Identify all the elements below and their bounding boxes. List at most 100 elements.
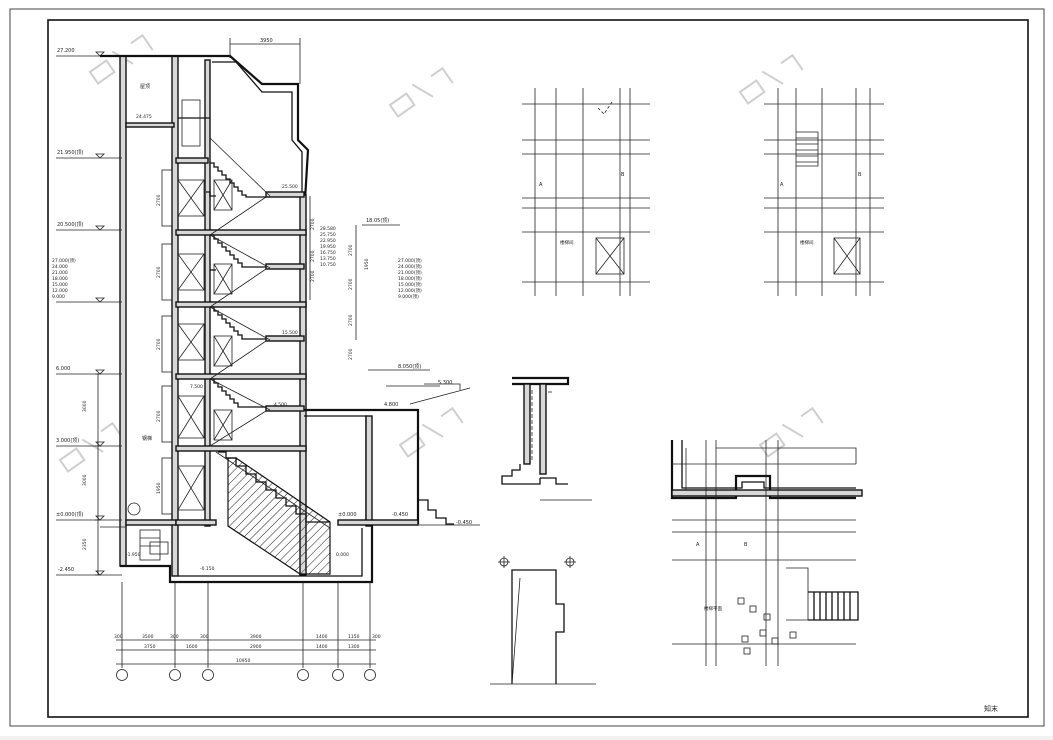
svg-text:2700: 2700 <box>348 278 354 290</box>
parapet-profile <box>490 556 596 685</box>
stair-left-wall <box>204 59 211 527</box>
top-dimension <box>229 38 301 84</box>
building-section: 27.200 24.475 21.950(顶) 20.500(顶) 27.000… <box>52 38 480 681</box>
svg-text:300: 300 <box>114 634 123 640</box>
svg-text:300: 300 <box>170 634 179 640</box>
plan-b-label-b: B <box>858 172 862 178</box>
axis-bubbles <box>116 669 376 681</box>
svg-text:18.000(顶): 18.000(顶) <box>398 276 422 282</box>
vert-dim-2: 3000 <box>82 474 88 486</box>
detail-bubble <box>127 502 141 516</box>
label-4800: 4.800 <box>384 402 398 408</box>
wall-detail <box>501 376 592 501</box>
dim-row-2: 3750 1600 2900 1400 1300 <box>144 644 360 650</box>
svg-text:9.000: 9.000 <box>52 294 65 300</box>
svg-text:25.750: 25.750 <box>320 232 336 238</box>
svg-text:3900: 3900 <box>250 634 262 640</box>
label-neg150: -0.150 <box>200 566 215 572</box>
svg-text:21.000: 21.000 <box>52 270 68 276</box>
svg-text:2900: 2900 <box>250 644 262 650</box>
svg-text:3500: 3500 <box>142 634 154 640</box>
label-8050: 8.050(顶) <box>398 364 421 370</box>
label-7500: 7.500 <box>190 384 203 390</box>
level-21950: 21.950(顶) <box>57 150 83 156</box>
level-24475: 24.475 <box>136 114 152 120</box>
watermark-text: 知末 <box>984 704 998 713</box>
right-level-stack: 27.000(顶) 24.000(顶) 21.000(顶) 18.000(顶) … <box>398 258 422 300</box>
watermarks <box>58 33 824 473</box>
svg-text:1600: 1600 <box>186 644 198 650</box>
label-pm0: ±0.000 <box>338 512 357 518</box>
level-6000: 6.000 <box>56 366 70 372</box>
inner-vertical-dims: 2700 2700 2700 2700 1950 <box>156 194 162 494</box>
label-neg450: -0.450 <box>392 512 408 518</box>
svg-text:13.750: 13.750 <box>320 256 336 262</box>
stair-plan-b <box>764 88 884 296</box>
top-dim-text: 3950 <box>260 38 273 44</box>
core-windows <box>161 169 233 515</box>
svg-text:1400: 1400 <box>316 634 328 640</box>
level-20500: 20.500(顶) <box>57 222 83 228</box>
svg-text:28.580: 28.580 <box>320 226 336 232</box>
svg-text:15.000(顶): 15.000(顶) <box>398 282 422 288</box>
svg-text:18.000: 18.000 <box>52 276 68 282</box>
dim-total: 10950 <box>236 658 250 664</box>
mid-level-stack: 28.580 25.750 22.950 19.950 16.750 13.75… <box>320 226 336 268</box>
label-4500: 4.500 <box>274 402 287 408</box>
stair-flights <box>206 137 271 447</box>
detail-plan-tag: 楼梯平面 <box>704 605 722 612</box>
level-markers-left <box>56 51 122 576</box>
annex <box>304 383 471 527</box>
svg-text:2700: 2700 <box>348 348 354 360</box>
svg-text:24.000(顶): 24.000(顶) <box>398 264 422 270</box>
dim-row-1: 300 3500 300 300 3900 1400 1150 300 <box>114 634 381 640</box>
svg-text:2700: 2700 <box>310 270 316 282</box>
svg-text:3750: 3750 <box>144 644 156 650</box>
level-neg2450: -2.450 <box>58 567 74 573</box>
svg-text:2700: 2700 <box>310 218 316 230</box>
label-25500: 25.500 <box>282 184 298 190</box>
label-top-right: 18.05(顶) <box>366 218 389 224</box>
svg-text:1400: 1400 <box>316 644 328 650</box>
vert-dim-3: 2350 <box>82 538 88 550</box>
svg-text:16.750: 16.750 <box>320 250 336 256</box>
svg-text:9.000(顶): 9.000(顶) <box>398 294 419 300</box>
plan-a-label-a: A <box>539 182 543 188</box>
svg-text:27.000(顶): 27.000(顶) <box>398 258 422 264</box>
svg-text:2700: 2700 <box>156 266 162 278</box>
inner-frame <box>47 19 1029 718</box>
label-15500: 15.500 <box>282 330 298 336</box>
plan-b-tag: 楼梯间 <box>800 239 814 246</box>
svg-text:21.000(顶): 21.000(顶) <box>398 270 422 276</box>
svg-text:12.000: 12.000 <box>52 288 68 294</box>
svg-text:2700: 2700 <box>156 338 162 350</box>
svg-text:10.750: 10.750 <box>320 262 336 268</box>
plan-a-label-b: B <box>621 172 625 178</box>
label-5300: 5.300 <box>438 380 452 386</box>
roof-line <box>100 54 310 201</box>
svg-text:1950: 1950 <box>156 482 162 494</box>
left-wall <box>119 55 127 567</box>
label-0000: 0.000 <box>336 552 349 558</box>
outer-frame <box>9 8 1045 727</box>
svg-text:1150: 1150 <box>348 634 360 640</box>
plan-a-tag: 楼梯间 <box>560 239 574 246</box>
detail-plan-label-b: B <box>744 542 748 548</box>
label-neg450b: -0.450 <box>456 520 472 526</box>
svg-text:15.000: 15.000 <box>52 282 68 288</box>
svg-text:27.000(顶): 27.000(顶) <box>52 258 76 264</box>
svg-text:300: 300 <box>372 634 381 640</box>
svg-text:2700: 2700 <box>348 244 354 256</box>
svg-text:300: 300 <box>200 634 209 640</box>
stair-plan-a <box>522 88 650 296</box>
room-note: 屋顶 <box>140 84 150 90</box>
mid-vert-dims-2: 2700 2700 2700 2700 1950 <box>348 244 370 360</box>
svg-text:22.950: 22.950 <box>320 238 336 244</box>
svg-text:2700: 2700 <box>348 314 354 326</box>
svg-text:2700: 2700 <box>156 410 162 422</box>
side-note: 钢梯 <box>142 435 152 442</box>
detail-plan-label-a: A <box>696 542 700 548</box>
mid-vert-dims: 2700 2700 2700 <box>310 218 316 282</box>
